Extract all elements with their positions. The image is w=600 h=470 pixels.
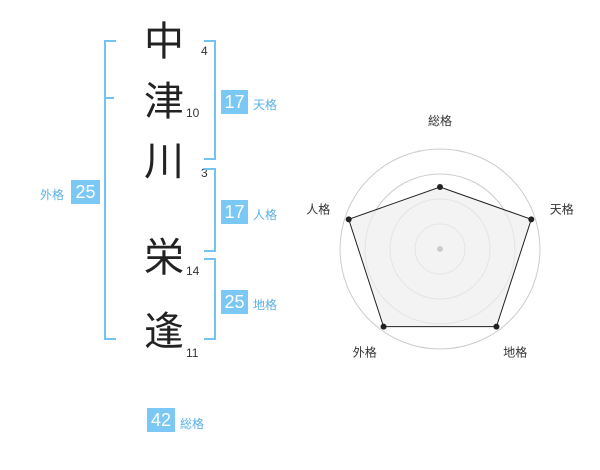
radar-ring-4 bbox=[339, 148, 541, 350]
radar-axis-label-2: 天格 bbox=[550, 201, 574, 216]
soukaku-label: 総格 bbox=[180, 417, 205, 431]
radar-axis-label-4: 外格 bbox=[353, 345, 377, 360]
name-char-2: 津 bbox=[144, 79, 184, 125]
stroke-count-5: 11 bbox=[186, 346, 199, 360]
tenkaku-label: 天格 bbox=[253, 98, 278, 112]
stroke-count-3: 3 bbox=[201, 166, 208, 180]
stroke-count-2: 10 bbox=[186, 106, 200, 120]
radar-center-point bbox=[437, 246, 443, 252]
radar-series-polygon bbox=[348, 186, 532, 328]
chikaku-label: 地格 bbox=[253, 298, 278, 312]
radar-point-2 bbox=[528, 216, 535, 223]
radar-point-5 bbox=[345, 216, 352, 223]
radar-point-3 bbox=[493, 323, 500, 330]
stroke-count-1: 4 bbox=[201, 44, 208, 58]
tenkaku-bracket bbox=[204, 40, 216, 160]
gaikaku-label: 外格 bbox=[40, 188, 65, 202]
gaikaku-bracket-tick bbox=[104, 97, 114, 99]
gaikaku-bracket bbox=[104, 40, 116, 340]
radar-axis-label-5: 人格 bbox=[306, 201, 330, 216]
tenkaku-badge: 17 bbox=[221, 90, 248, 114]
gaikaku-badge: 25 bbox=[71, 180, 100, 204]
name-char-3: 川 bbox=[144, 139, 184, 185]
radar-point-1 bbox=[437, 184, 443, 190]
chikaku-badge: 25 bbox=[221, 290, 248, 314]
radar-axis-label-3: 地格 bbox=[503, 345, 527, 360]
radar-point-4 bbox=[380, 323, 387, 330]
jinkaku-badge: 17 bbox=[221, 200, 248, 224]
stroke-count-4: 14 bbox=[186, 264, 200, 278]
jinkaku-bracket bbox=[204, 168, 216, 252]
jinkaku-label: 人格 bbox=[253, 208, 278, 222]
chikaku-bracket bbox=[204, 258, 216, 340]
name-char-1: 中 bbox=[144, 19, 184, 65]
name-char-4: 栄 bbox=[144, 235, 184, 281]
name-char-5: 逢 bbox=[144, 309, 184, 355]
radar-axis-label-1: 総格 bbox=[428, 113, 452, 128]
soukaku-badge: 42 bbox=[147, 408, 175, 432]
